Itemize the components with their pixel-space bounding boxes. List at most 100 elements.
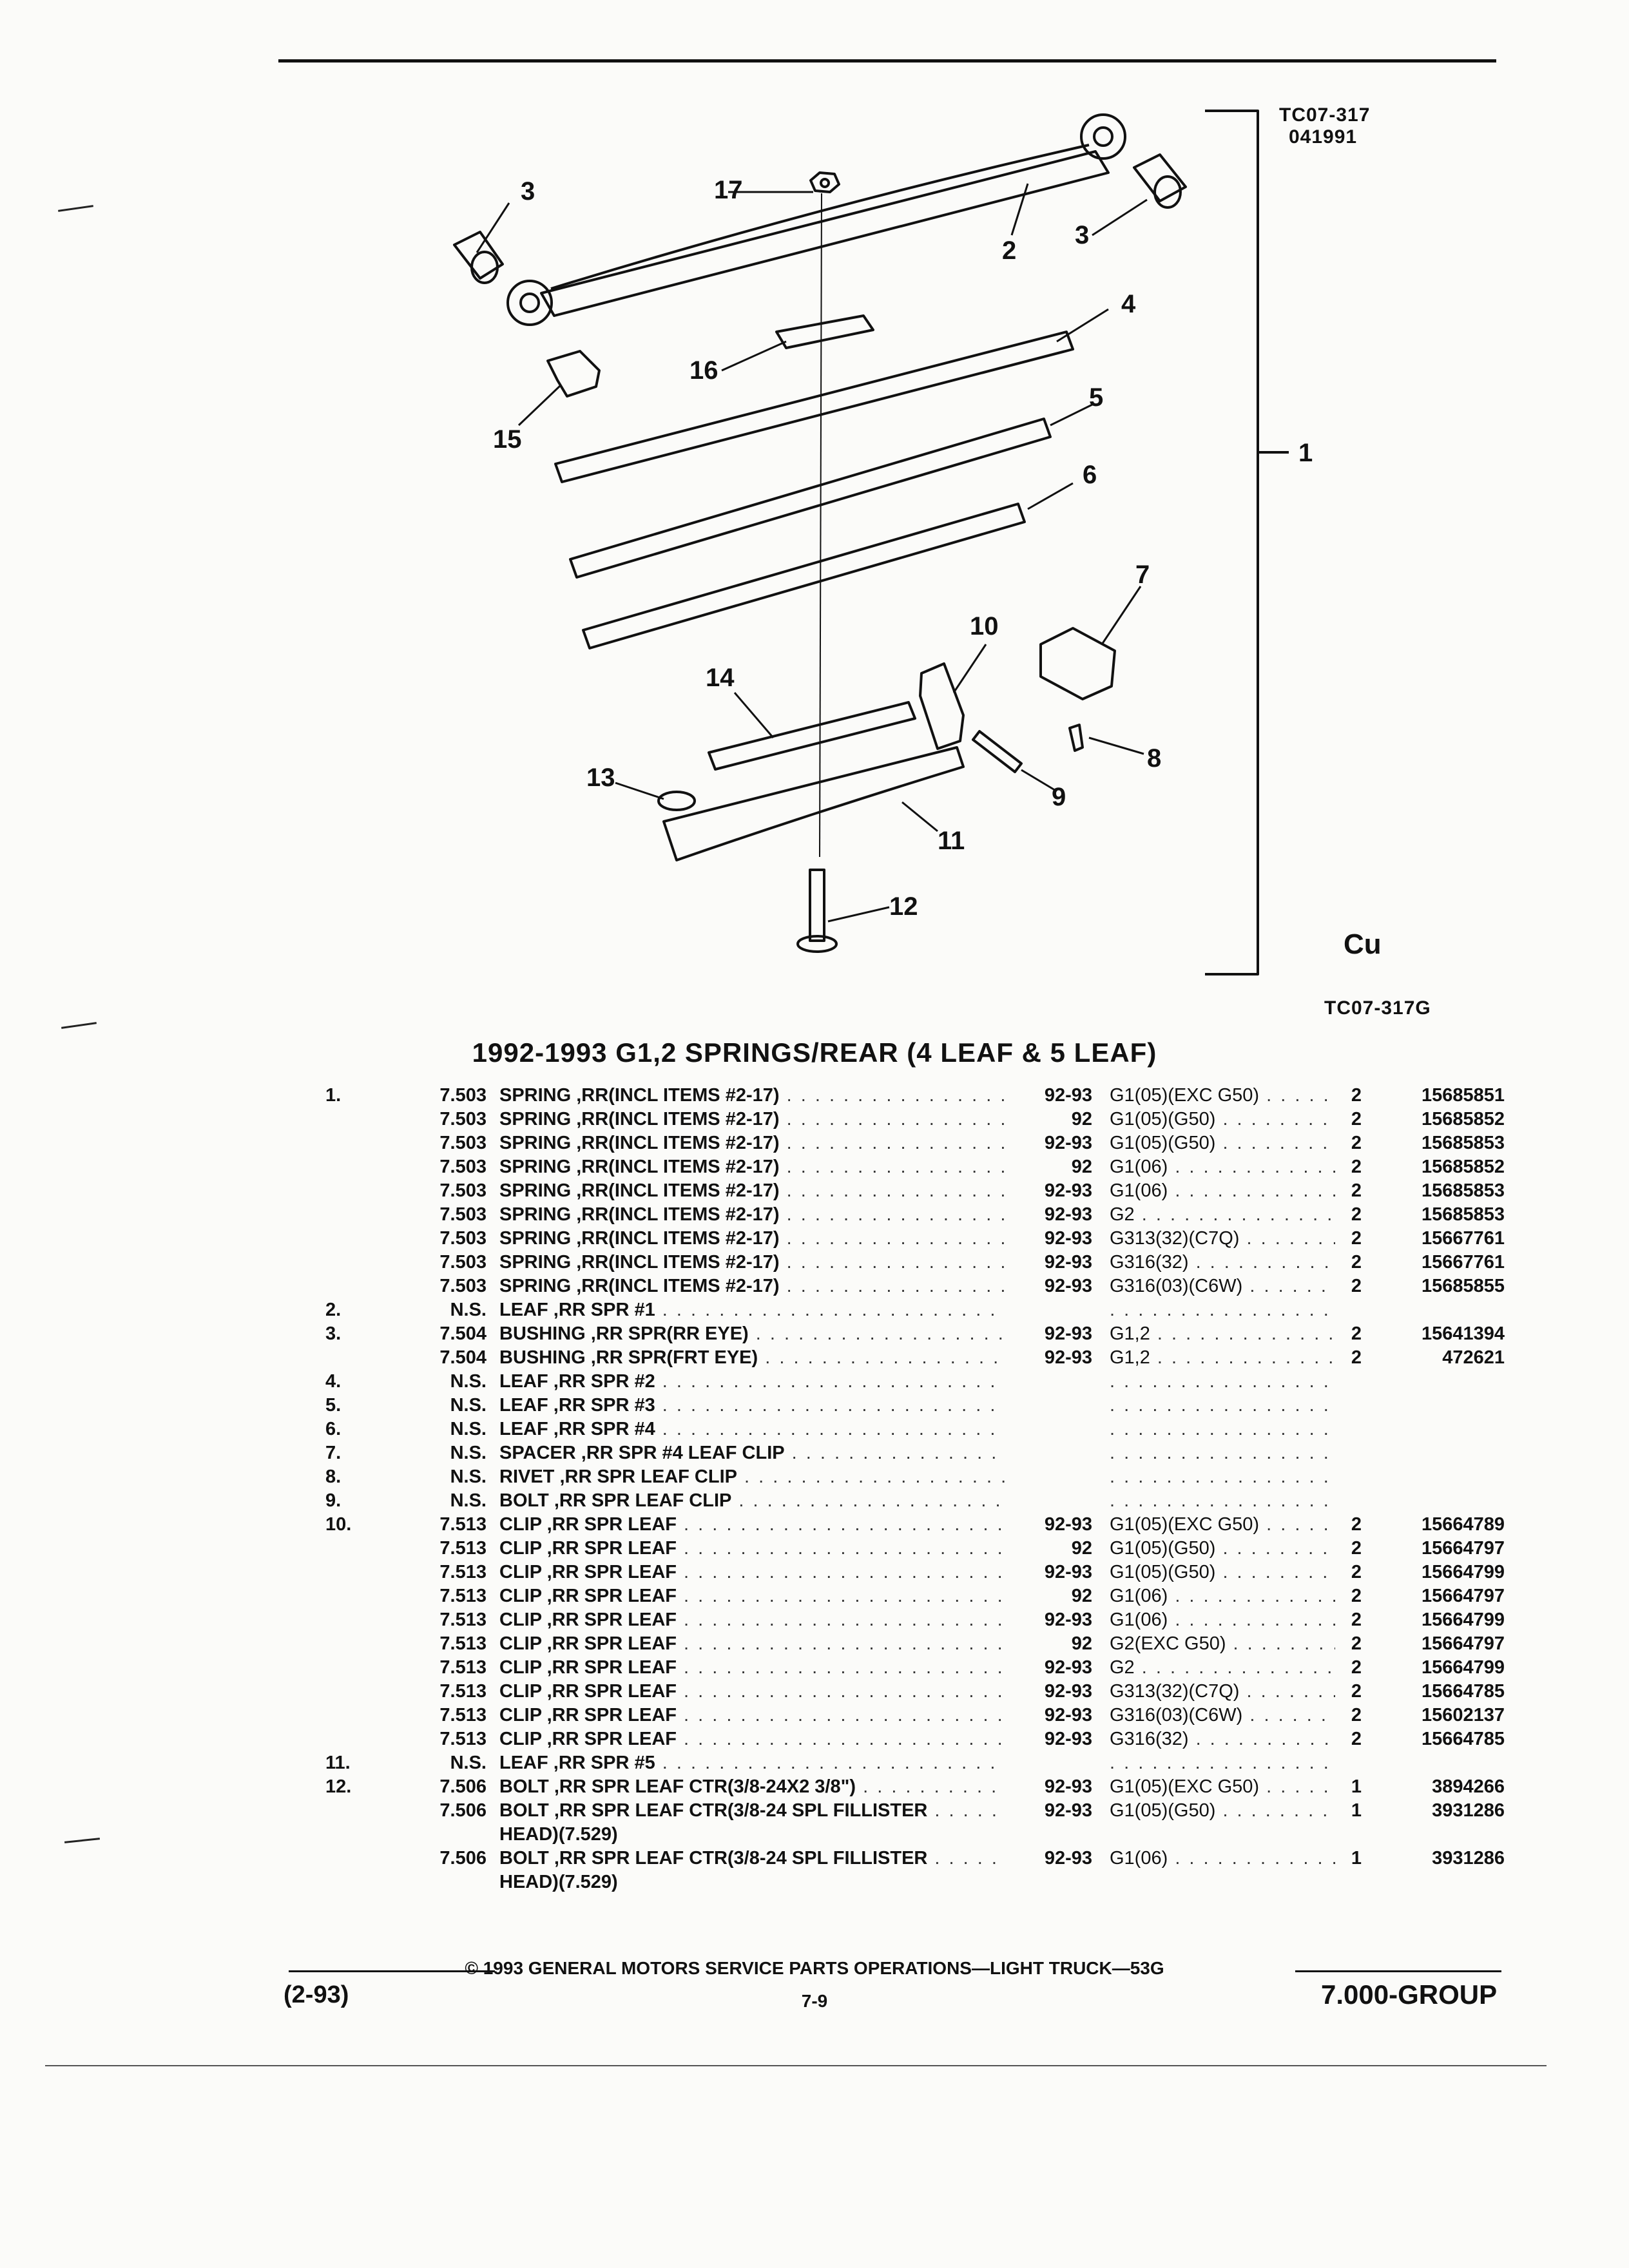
part-description: CLIP ,RR SPR LEAF . . . . . . . . . . . … (499, 1610, 1005, 1630)
group-code: 7.506 (439, 1800, 487, 1821)
model-years: 92 (1071, 1109, 1092, 1129)
part-number: 3894266 (1432, 1776, 1505, 1797)
item-number: 7. (325, 1443, 342, 1463)
group-code: 7.513 (439, 1538, 487, 1559)
part-number: 3931286 (1432, 1800, 1505, 1821)
model-years: 92-93 (1044, 1347, 1092, 1368)
application: G1(05)(EXC G50) . . . . . . . . . . . . … (1110, 1776, 1335, 1797)
quantity: 2 (1351, 1610, 1362, 1630)
application: G1(05)(G50) . . . . . . . . . . . . . . … (1110, 1800, 1335, 1821)
part-description: SPRING ,RR(INCL ITEMS #2-17) . . . . . .… (499, 1276, 1005, 1296)
part-number: 15664785 (1421, 1729, 1505, 1749)
table-row-continuation: HEAD)(7.529) (284, 1823, 1508, 1847)
callout-17: 17 (714, 176, 743, 204)
group-code: N.S. (450, 1419, 487, 1439)
callout-3-front: 3 (521, 177, 535, 206)
model-years: 92 (1071, 1538, 1092, 1559)
model-years: 92-93 (1044, 1610, 1092, 1630)
quantity: 2 (1351, 1109, 1362, 1129)
group-code: 7.503 (439, 1252, 487, 1273)
part-description: SPRING ,RR(INCL ITEMS #2-17) . . . . . .… (499, 1109, 1005, 1129)
clip-spacer (1039, 627, 1116, 700)
footer-group: 7.000-GROUP (1321, 1979, 1498, 2010)
rivet (1068, 724, 1084, 752)
model-years: 92 (1071, 1586, 1092, 1606)
drawing-date: 041991 (1289, 126, 1358, 148)
application: G316(03)(C6W) . . . . . . . . . . . . . … (1110, 1276, 1335, 1296)
part-number: 3931286 (1432, 1848, 1505, 1869)
callout-9: 9 (1052, 783, 1066, 811)
top-rule (278, 59, 1496, 62)
part-description: BOLT ,RR SPR LEAF CTR(3/8-24 SPL FILLIST… (499, 1800, 1005, 1821)
quantity: 2 (1351, 1562, 1362, 1582)
quantity: 2 (1351, 1204, 1362, 1225)
part-description: CLIP ,RR SPR LEAF . . . . . . . . . . . … (499, 1562, 1005, 1582)
main-leaf (540, 150, 1110, 317)
application: G316(03)(C6W) . . . . . . . . . . . . . … (1110, 1705, 1335, 1725)
application: . . . . . . . . . . . . . . . . (1110, 1300, 1331, 1320)
group-code: 7.513 (439, 1705, 487, 1725)
callout-14: 14 (706, 664, 735, 692)
table-row: 9.N.S.BOLT ,RR SPR LEAF CLIP . . . . . .… (284, 1489, 1508, 1513)
part-number: 15664799 (1421, 1610, 1505, 1630)
callout-11: 11 (938, 827, 965, 855)
quantity: 1 (1351, 1776, 1362, 1797)
part-number: 15685855 (1421, 1276, 1505, 1296)
leaf-clip (919, 662, 965, 750)
group-code: 7.503 (439, 1109, 487, 1129)
rear-eye (1080, 113, 1126, 160)
application: G313(32)(C7Q) . . . . . . . . . . . . . … (1110, 1681, 1335, 1702)
drawing-number: TC07-317 (1279, 104, 1371, 126)
part-description: BOLT ,RR SPR LEAF CTR(3/8-24 SPL FILLIST… (499, 1848, 1005, 1869)
part-description-continued: HEAD)(7.529) (499, 1824, 618, 1845)
application: G313(32)(C7Q) . . . . . . . . . . . . . … (1110, 1228, 1335, 1249)
part-number: 15685852 (1421, 1157, 1505, 1177)
part-number: 15664797 (1421, 1633, 1505, 1654)
table-row: 11.N.S.LEAF ,RR SPR #5 . . . . . . . . .… (284, 1751, 1508, 1775)
application: G1(05)(G50) . . . . . . . . . . . . . . … (1110, 1133, 1335, 1153)
quantity: 2 (1351, 1276, 1362, 1296)
leaf-4 (554, 331, 1074, 483)
part-description: SPRING ,RR(INCL ITEMS #2-17) . . . . . .… (499, 1085, 1005, 1106)
quantity: 1 (1351, 1800, 1362, 1821)
group-code: 7.503 (439, 1085, 487, 1106)
application: G2 . . . . . . . . . . . . . . . . (1110, 1204, 1335, 1225)
model-years: 92-93 (1044, 1681, 1092, 1702)
quantity: 2 (1351, 1681, 1362, 1702)
application: . . . . . . . . . . . . . . . . (1110, 1395, 1331, 1416)
model-years: 92-93 (1044, 1204, 1092, 1225)
model-years: 92-93 (1044, 1705, 1092, 1725)
callout-5: 5 (1089, 383, 1103, 412)
model-years: 92-93 (1044, 1180, 1092, 1201)
item-number: 4. (325, 1371, 342, 1392)
callout-1: 1 (1298, 439, 1313, 467)
group-code: 7.513 (439, 1586, 487, 1606)
group-code: N.S. (450, 1371, 487, 1392)
part-number: 472621 (1442, 1347, 1505, 1368)
group-code: N.S. (450, 1490, 487, 1511)
model-years: 92-93 (1044, 1133, 1092, 1153)
part-description: SPRING ,RR(INCL ITEMS #2-17) . . . . . .… (499, 1180, 1005, 1201)
item-number: 5. (325, 1395, 342, 1416)
application: G1(05)(G50) . . . . . . . . . . . . . . … (1110, 1562, 1335, 1582)
table-row: 2.N.S.LEAF ,RR SPR #1 . . . . . . . . . … (284, 1298, 1508, 1322)
spring-exploded-diagram: 1 2 3 3 4 5 6 7 8 9 10 11 12 13 14 15 16… (453, 110, 1382, 975)
callout-15: 15 (493, 425, 522, 454)
part-description: CLIP ,RR SPR LEAF . . . . . . . . . . . … (499, 1633, 1005, 1654)
footer-page-number: 7-9 (801, 1991, 828, 2011)
item-number: 10. (325, 1514, 352, 1535)
front-eye (506, 280, 553, 326)
application: G1,2 . . . . . . . . . . . . . . . . (1110, 1323, 1335, 1344)
